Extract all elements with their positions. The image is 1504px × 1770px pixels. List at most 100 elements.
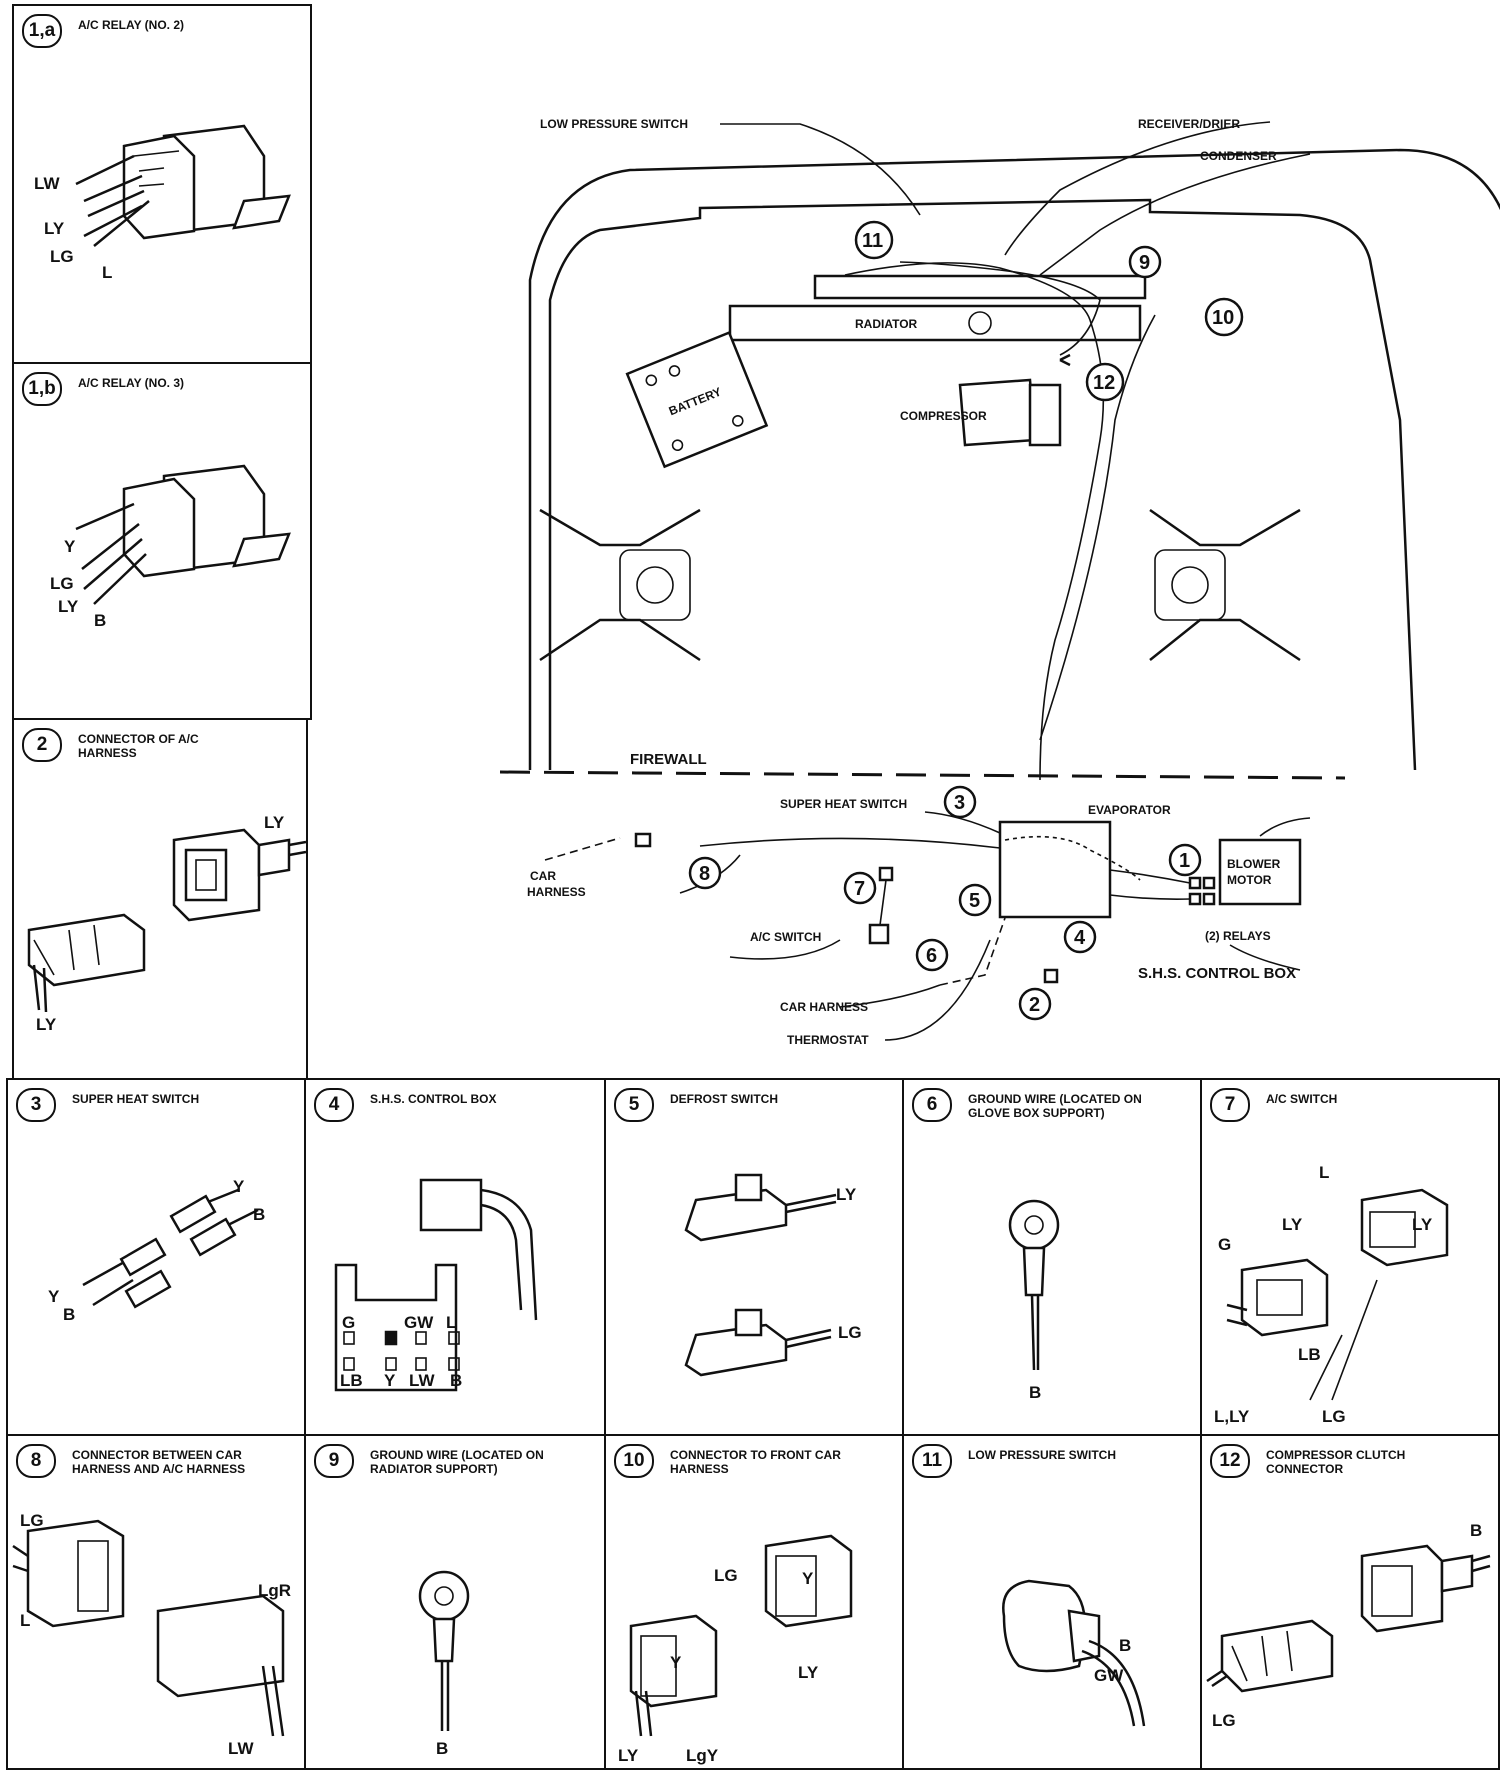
compressor-label: COMPRESSOR [900, 409, 987, 423]
wire-label: LW [34, 174, 60, 193]
panel-title: COMPRESSOR CLUTCH CONNECTOR [1266, 1448, 1406, 1476]
wire-label: LY [58, 597, 79, 616]
callout-11: 11 [854, 220, 894, 260]
callout-8: 8 [688, 856, 722, 890]
svg-text:12: 12 [1093, 372, 1115, 394]
panel-9: 9 GROUND WIRE (LOCATED ON RADIATOR SUPPO… [304, 1434, 606, 1770]
panel-3: 3 SUPER HEAT SWITCH Y B Y B [6, 1078, 306, 1436]
wire-label: Y [802, 1569, 814, 1588]
car-harness-label-2: HARNESS [527, 885, 586, 899]
panel-number: 2 [22, 728, 62, 762]
callout-5: 5 [958, 883, 992, 917]
panel-11: 11 LOW PRESSURE SWITCH B GW [902, 1434, 1202, 1770]
svg-text:1: 1 [1179, 850, 1190, 872]
panel-title: LOW PRESSURE SWITCH [968, 1448, 1117, 1462]
glove-box-ground-wire-illustration: B [1008, 1199, 1060, 1402]
wire-label: B [1470, 1521, 1482, 1540]
panel-title: GROUND WIRE (LOCATED ON GLOVE BOX SUPPOR… [968, 1092, 1142, 1120]
callout-2: 2 [1018, 987, 1052, 1021]
relays-label: (2) RELAYS [1205, 929, 1271, 943]
panel-title: DEFROST SWITCH [670, 1092, 778, 1106]
wire-label: LY [264, 813, 285, 832]
engine-bay-diagram: RADIATOR BATTERY COMPRESSOR FIREWALL BLO… [499, 117, 1500, 1047]
callout-12: 12 [1085, 362, 1125, 402]
pin-label: GW [404, 1313, 434, 1332]
panel-number: 8 [16, 1444, 56, 1478]
callout-10: 10 [1204, 297, 1244, 337]
low-pressure-switch-illustration: B GW [1002, 1579, 1146, 1727]
svg-text:11: 11 [862, 230, 883, 252]
firewall-label: FIREWALL [630, 751, 707, 768]
pin-label: L [446, 1313, 456, 1332]
wire-label: LB [1298, 1345, 1321, 1364]
callout-3: 3 [943, 785, 977, 819]
panel-8: 8 CONNECTOR BETWEEN CAR HARNESS AND A/C … [6, 1434, 306, 1770]
svg-text:8: 8 [699, 863, 710, 885]
wire-label: LG [20, 1511, 44, 1530]
wire-label: LY [44, 219, 65, 238]
wire-label: B [94, 611, 106, 630]
callout-1: 1 [1168, 843, 1202, 877]
shs-control-box-illustration: G GW L LB Y LW B [334, 1178, 538, 1392]
svg-text:3: 3 [954, 792, 965, 814]
callout-6: 6 [915, 938, 949, 972]
panel-2: 2 CONNECTOR OF A/C HARNESS LY LY [12, 718, 308, 1080]
wire-label: B [436, 1739, 448, 1758]
panel-4: 4 S.H.S. CONTROL BOX G GW L LB Y LW B [304, 1078, 606, 1436]
panel-5: 5 DEFROST SWITCH LY LG [604, 1078, 904, 1436]
wire-label: LY [836, 1185, 857, 1204]
ac-switch-connector-illustration: L LY LY G LB L,LY LG [1214, 1163, 1449, 1426]
ac-harness-connector-illustration: LY LY [27, 813, 306, 1034]
super-heat-switch-illustration: Y B Y B [48, 1177, 265, 1324]
wire-label: Y [670, 1653, 682, 1672]
car-harness-label-1: CAR [530, 869, 556, 883]
panel-number: 6 [912, 1088, 952, 1122]
car-ac-harness-connector-illustration: LG L LgR LW [12, 1511, 291, 1758]
panel-12: 12 COMPRESSOR CLUTCH CONNECTOR B LG [1200, 1434, 1500, 1770]
blower-motor-label-1: BLOWER [1227, 857, 1281, 871]
panel-number: 10 [614, 1444, 654, 1478]
pin-label: LB [340, 1371, 363, 1390]
panel-title: GROUND WIRE (LOCATED ON RADIATOR SUPPORT… [370, 1448, 544, 1476]
panel-title: CONNECTOR TO FRONT CAR HARNESS [670, 1448, 841, 1476]
wire-label: LY [1412, 1215, 1433, 1234]
shs-control-box-label: S.H.S. CONTROL BOX [1138, 965, 1296, 982]
wire-label: LG [714, 1566, 738, 1585]
wire-label: LgY [686, 1746, 719, 1765]
pin-label: Y [384, 1371, 396, 1390]
car-harness-label-b: CAR HARNESS [780, 1000, 868, 1014]
wire-label: Y [64, 537, 76, 556]
panel-6: 6 GROUND WIRE (LOCATED ON GLOVE BOX SUPP… [902, 1078, 1202, 1436]
wire-label: LG [1212, 1711, 1236, 1730]
wire-label: GW [1094, 1666, 1124, 1685]
panel-title: CONNECTOR BETWEEN CAR HARNESS AND A/C HA… [72, 1448, 246, 1476]
ac-switch-label: A/C SWITCH [750, 930, 821, 944]
panel-title: S.H.S. CONTROL BOX [370, 1092, 497, 1106]
wire-label: LgR [258, 1581, 291, 1600]
condenser-label: CONDENSER [1200, 149, 1277, 163]
wire-label: LG [50, 247, 74, 266]
svg-text:7: 7 [854, 878, 865, 900]
wire-label: L [1319, 1163, 1329, 1182]
wire-label: LG [838, 1323, 862, 1342]
ac-relay-no3-illustration: Y LG LY B [50, 464, 291, 630]
svg-text:10: 10 [1212, 307, 1234, 329]
wire-label: Y [233, 1177, 245, 1196]
panel-number: 1,b [22, 372, 62, 406]
panel-10: 10 CONNECTOR TO FRONT CAR HARNESS LG Y L… [604, 1434, 904, 1770]
panel-1b: 1,b A/C RELAY (NO. 3) Y LG LY B [12, 362, 312, 720]
wire-label: LG [1322, 1407, 1346, 1426]
pin-label: B [450, 1371, 462, 1390]
front-car-harness-connector-illustration: LG Y LY Y LY LgY [618, 1534, 853, 1765]
panel-title: A/C RELAY (NO. 2) [78, 18, 185, 32]
blower-motor-label-2: MOTOR [1227, 873, 1272, 887]
panel-number: 11 [912, 1444, 952, 1478]
radiator-label: RADIATOR [855, 317, 918, 331]
wire-label: LY [1282, 1215, 1303, 1234]
panel-1a: 1,a A/C RELAY (NO. 2) LW LY LG L [12, 4, 312, 364]
pin-label: G [342, 1313, 355, 1332]
wire-label: G [1218, 1235, 1231, 1254]
callout-9: 9 [1128, 245, 1162, 279]
wire-label: Y [48, 1287, 60, 1306]
